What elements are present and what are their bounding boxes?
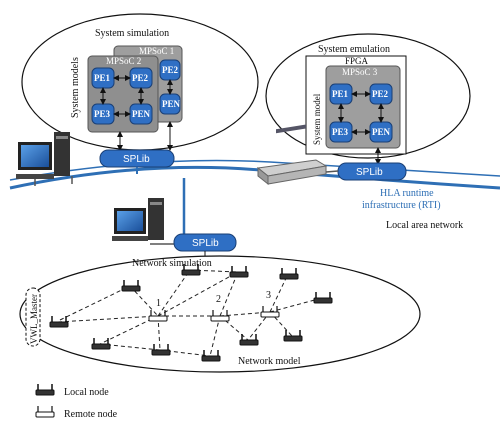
system-simulation-title: System simulation	[95, 28, 169, 39]
pc-icon-left	[16, 132, 73, 186]
pe1-label: PE1	[94, 73, 111, 83]
system-emulation-group: System emulation FPGA MPSoC 3 System mod…	[265, 33, 471, 165]
mpsoc-1-label: MPSoC 1	[139, 46, 174, 56]
system-models-label: System models	[70, 57, 81, 118]
pe-back-1-label: PE2	[162, 65, 179, 75]
rti-line-1: HLA runtime	[380, 188, 434, 199]
network-simulation-ellipse	[19, 255, 421, 373]
remote-node	[148, 310, 168, 322]
network-simulation-title: Network simulation	[132, 258, 212, 269]
fpga-board-icon	[256, 124, 339, 186]
local-node	[91, 338, 111, 350]
system-simulation-group: System simulation System models MPSoC 1 …	[21, 13, 259, 151]
emu-pen-label: PEN	[372, 127, 391, 137]
local-node	[279, 268, 299, 280]
mpsoc-2-label: MPSoC 2	[106, 56, 141, 66]
local-node	[49, 316, 69, 328]
legend-remote-node-icon	[35, 406, 55, 418]
remote-node	[210, 310, 230, 322]
emu-pe3-label: PE3	[332, 127, 349, 137]
remote-nodes	[148, 306, 280, 322]
pe-back-n-label: PEN	[162, 99, 181, 109]
network-model-label: Network model	[238, 356, 301, 367]
pe3-label: PE3	[94, 109, 111, 119]
local-node	[313, 292, 333, 304]
pen-label: PEN	[132, 109, 151, 119]
local-node	[121, 280, 141, 292]
local-node	[229, 266, 249, 278]
mpsoc-3-label: MPSoC 3	[342, 67, 378, 77]
local-node	[181, 264, 201, 276]
lan-lines	[9, 159, 500, 190]
rti-line-2: infrastructure (RTI)	[362, 200, 441, 211]
local-node	[283, 330, 303, 342]
local-node	[151, 344, 171, 356]
emu-pe1-label: PE1	[332, 89, 349, 99]
legend-local-label: Local node	[64, 387, 109, 398]
splib-2-label: SPLib	[356, 167, 383, 178]
fpga-label: FPGA	[345, 56, 369, 66]
splib-1-label: SPLib	[123, 154, 150, 165]
legend-remote-label: Remote node	[64, 409, 118, 420]
remote-node-number-3: 3	[266, 290, 271, 301]
remote-node-number-1: 1	[156, 298, 161, 309]
remote-node-number-2: 2	[216, 294, 221, 305]
system-emulation-title: System emulation	[318, 44, 390, 55]
network-simulation-group: Network simulation Network model VWL_Mas…	[19, 255, 421, 373]
emu-pe2-label: PE2	[372, 89, 389, 99]
remote-node	[260, 306, 280, 318]
lan-label: Local area network	[386, 220, 463, 231]
local-nodes	[49, 264, 333, 362]
vwl-master-label: VWL_Master	[29, 294, 39, 344]
vwl-master-box	[25, 287, 41, 347]
local-node	[201, 350, 221, 362]
pc-icon-middle	[112, 198, 164, 241]
system-model-label: System model	[312, 93, 322, 145]
local-node	[239, 334, 259, 346]
legend-local-node-icon	[35, 384, 55, 396]
splib-3-label: SPLib	[192, 238, 219, 249]
legend: Local node Remote node	[35, 384, 118, 420]
pe2-label: PE2	[132, 73, 149, 83]
